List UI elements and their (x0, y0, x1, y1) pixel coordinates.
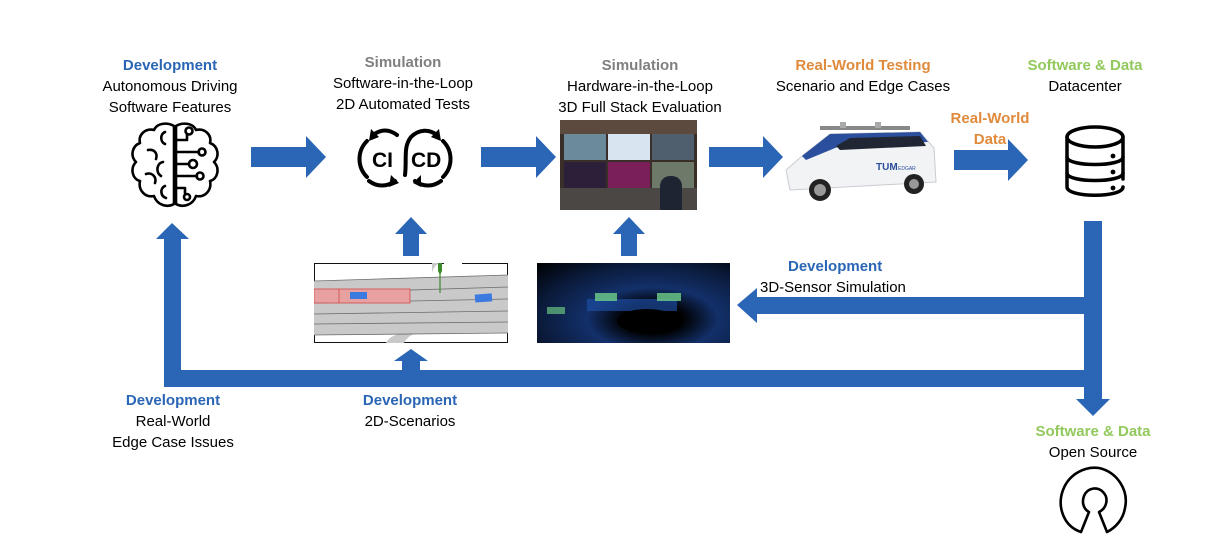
stage-line1: Autonomous Driving (102, 78, 238, 95)
category-label: Development (362, 392, 458, 409)
arrow-to-open-source (1076, 399, 1110, 416)
monitor (608, 134, 650, 160)
connector-line2: Data (973, 131, 1007, 148)
arrow-to-dev-features (156, 223, 189, 239)
category-label: Real-World Testing (795, 57, 931, 74)
lidar-blind-spot (617, 309, 677, 333)
arrow-vehicle-to-datacenter (954, 139, 1028, 181)
test-vehicle-photo: TUM EDGAR (785, 122, 937, 201)
lidar-object (547, 307, 565, 314)
stage-label-hil: Simulation Hardware-in-the-Loop 3D Full … (540, 55, 740, 118)
monitor (564, 134, 606, 160)
vehicle-brand: EDGAR (898, 166, 916, 172)
2d-road-scenario (314, 263, 508, 343)
stage-label-datacenter: Software & Data Datacenter (1010, 55, 1160, 97)
arrow-hil-to-vehicle (709, 136, 783, 178)
person (660, 176, 682, 210)
open-source-line1: Open Source (1048, 444, 1138, 461)
hil-lab-photo (560, 120, 697, 210)
vehicle-logo: TUM (876, 162, 898, 173)
stage-label-real-world: Real-World Testing Scenario and Edge Cas… (758, 55, 968, 97)
monitor (652, 134, 694, 160)
open-source-icon (1059, 466, 1128, 534)
category-label: Development (122, 57, 218, 74)
monitor (608, 162, 650, 188)
stage-line2: 3D Full Stack Evaluation (558, 99, 722, 116)
ci-text: CI (372, 149, 393, 172)
arrow-sil-to-hil (481, 136, 556, 178)
return-line-left (164, 238, 181, 387)
stage-label-sil: Simulation Software-in-the-Loop 2D Autom… (313, 52, 493, 115)
feedback-label-2d-scenarios: Development 2D-Scenarios (320, 390, 500, 432)
stage-line1: Datacenter (1048, 78, 1122, 95)
feedback-line2: Edge Case Issues (112, 434, 234, 451)
brain-circuit-icon (131, 122, 219, 208)
stage-line1: Hardware-in-the-Loop (567, 78, 713, 95)
database-icon (1065, 125, 1125, 197)
arrow-scenario-to-sil-head (395, 217, 427, 234)
lidar-pointcloud (537, 263, 730, 343)
arrow-lidar-to-hil-head (613, 217, 645, 234)
feedback-line1: Real-World (135, 413, 211, 430)
category-label: Software & Data (1035, 423, 1151, 440)
category-label: Development (788, 258, 883, 275)
open-source-label: Software & Data Open Source (1018, 421, 1168, 463)
monitor (564, 162, 606, 188)
feedback-line1: 3D-Sensor Simulation (760, 279, 906, 296)
stage-label-dev-features: Development Autonomous Driving Software … (80, 55, 260, 118)
ceiling (560, 120, 697, 134)
stage-line1: Software-in-the-Loop (332, 75, 474, 92)
arrow-dev-to-sil (251, 136, 326, 178)
stage-line2: 2D Automated Tests (336, 96, 470, 113)
feedback-label-edge-cases: Development Real-World Edge Case Issues (83, 390, 263, 453)
sensor-sim-branch (755, 297, 1102, 314)
ci-cd-icon: CI CD (357, 128, 453, 188)
stage-line1: Scenario and Edge Cases (775, 78, 951, 95)
feedback-label-sensor-sim: Development 3D-Sensor Simulation (740, 256, 940, 298)
category-label: Simulation (364, 54, 442, 71)
arrow-up-to-scenario (394, 349, 428, 370)
real-world-data-label: Real-World Data (935, 108, 1045, 150)
lidar-object (657, 293, 681, 301)
category-label: Software & Data (1027, 57, 1143, 74)
lidar-ground (587, 299, 677, 311)
category-label: Simulation (601, 57, 679, 74)
connector-line1: Real-World (950, 110, 1030, 127)
category-label: Development (125, 392, 221, 409)
stage-line2: Software Features (108, 99, 232, 116)
cd-text: CD (411, 149, 441, 172)
lidar-object (595, 293, 617, 301)
feedback-line1: 2D-Scenarios (364, 413, 456, 430)
arrow-scenario-to-sil-shaft (403, 234, 419, 256)
return-line-bottom (164, 370, 1102, 387)
arrow-to-lidar (737, 288, 757, 323)
arrow-lidar-to-hil-shaft (621, 234, 637, 256)
